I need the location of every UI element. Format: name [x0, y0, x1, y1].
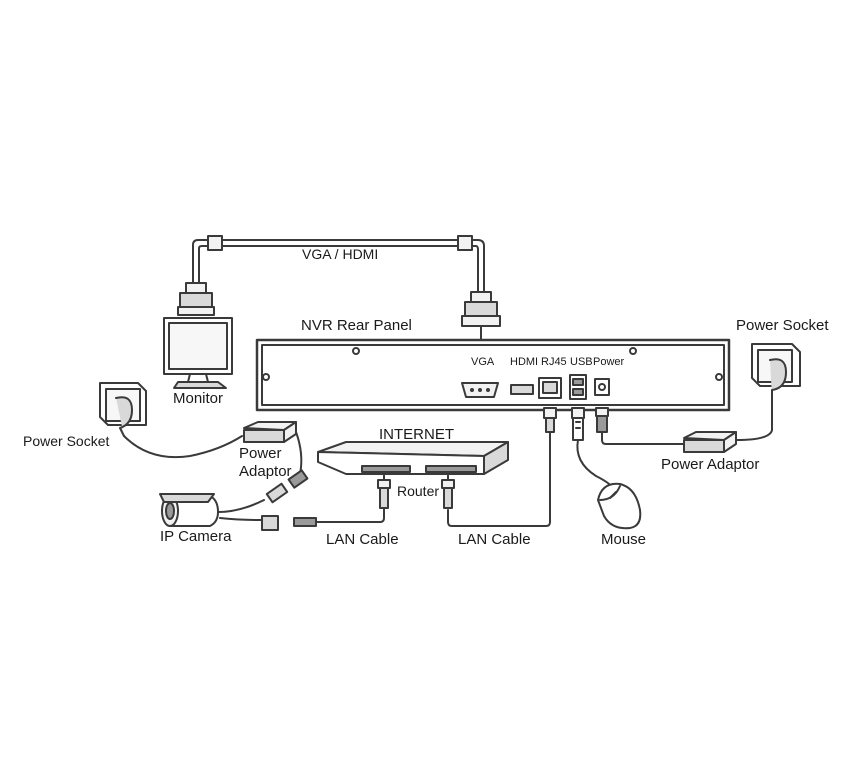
router-lan-plugs	[377, 473, 455, 509]
power-port-icon	[594, 378, 610, 396]
power-socket-right-label: Power Socket	[736, 317, 829, 334]
nvr-rear-panel-label: NVR Rear Panel	[301, 317, 412, 334]
vga-hdmi-cable	[192, 235, 485, 293]
vga-hdmi-cable-label: VGA / HDMI	[302, 246, 379, 262]
camera-lan-cable	[293, 507, 385, 527]
power-adaptor-left-icon	[123, 421, 303, 475]
hdmi-port-icon	[510, 384, 534, 395]
power-adaptor-left-label-line2: Adaptor	[239, 463, 292, 480]
power-socket-right-icon	[751, 343, 801, 397]
vga-plug-nvr	[461, 291, 501, 341]
monitor-label: Monitor	[173, 390, 224, 407]
power-socket-left-icon	[99, 382, 147, 437]
nvr-rear-panel	[255, 338, 731, 412]
monitor-icon	[163, 317, 233, 389]
power-adaptor-left-label-line1: Power	[239, 445, 282, 462]
mouse-icon	[597, 482, 642, 530]
ip-camera-label: IP Camera	[160, 528, 232, 545]
lan-cable-right-label: LAN Cable	[458, 531, 531, 548]
router-label: Router	[397, 483, 440, 499]
ip-camera-icon	[159, 493, 219, 527]
nvr-lan-cable	[447, 407, 557, 527]
power-socket-left-label: Power Socket	[23, 433, 110, 449]
power-adaptor-right-label: Power Adaptor	[661, 456, 760, 473]
port-usb-label: USB	[570, 356, 593, 368]
camera-plug	[217, 469, 309, 531]
port-power-label: Power	[593, 356, 625, 368]
mouse-label: Mouse	[601, 531, 647, 548]
router-icon	[317, 441, 509, 475]
port-vga-label: VGA	[471, 356, 495, 368]
port-rj45-label: RJ45	[541, 356, 567, 368]
lan-cable-left-label: LAN Cable	[326, 531, 399, 548]
vga-plug-monitor	[177, 282, 215, 316]
power-adaptor-right-icon	[683, 393, 773, 453]
nvr-power-plug	[595, 407, 685, 445]
nvr-ports	[461, 374, 610, 400]
internet-label: INTERNET	[379, 426, 454, 443]
port-hdmi-label: HDMI	[510, 356, 539, 368]
